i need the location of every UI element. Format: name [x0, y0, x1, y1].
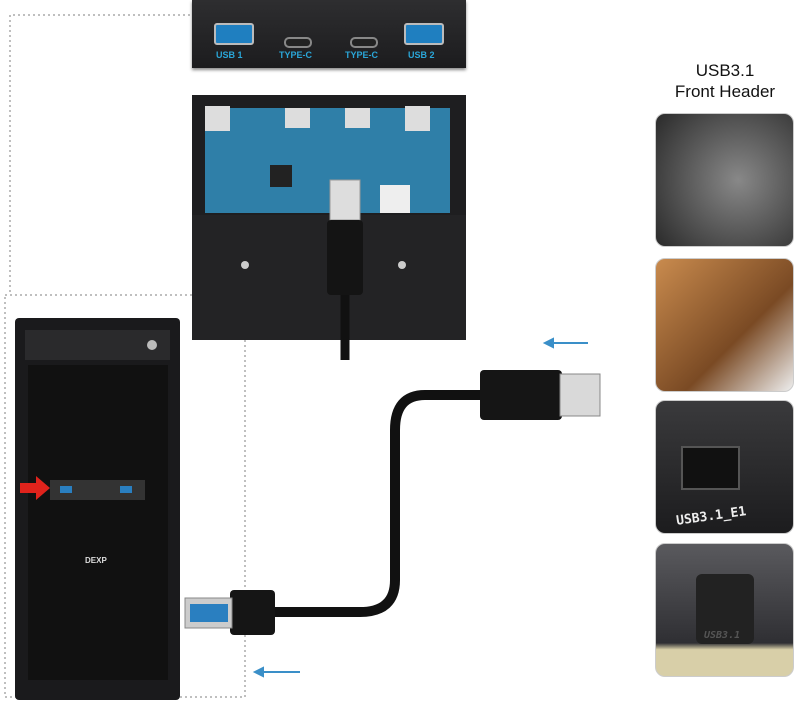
usb-a-plug: [230, 590, 275, 635]
pc-case: [15, 318, 180, 700]
title-line: Front Header: [674, 82, 776, 101]
front-panel: USB 1 TYPE-C TYPE-C USB 2: [192, 0, 466, 68]
photo-header-2: [655, 258, 794, 392]
title-line: USB3.1: [695, 61, 755, 80]
port-label: USB 2: [408, 50, 435, 60]
header-connector-tip: [559, 373, 601, 417]
photo-label: USB3.1: [704, 630, 741, 641]
dotted-guide-line: [9, 14, 190, 295]
usb-c-port: [284, 37, 312, 48]
front-panel-bracket: [192, 95, 466, 340]
header-title: USB3.1 Front Header: [660, 60, 790, 102]
port-label: TYPE-C: [345, 50, 379, 60]
port-label: TYPE-C: [279, 50, 313, 60]
usb-a-plug-top: [329, 179, 361, 221]
port-label: USB 1: [216, 50, 243, 60]
usb-c-port: [350, 37, 378, 48]
arrow-right-red-icon: [20, 476, 50, 500]
case-brand: DEXP: [85, 556, 107, 565]
usb-a-port: [404, 23, 444, 45]
arrow-left-blue-icon: [542, 337, 588, 349]
photo-label: USB3.1_E1: [675, 504, 748, 529]
photo-header-4: USB3.1: [655, 543, 794, 677]
arrow-left-blue-icon: [252, 666, 300, 678]
cable: [270, 390, 485, 617]
photo-header-1: [655, 113, 794, 247]
header-plug: [480, 370, 562, 420]
photo-header-3: USB3.1_E1: [655, 400, 794, 534]
usb-a-port: [214, 23, 254, 45]
